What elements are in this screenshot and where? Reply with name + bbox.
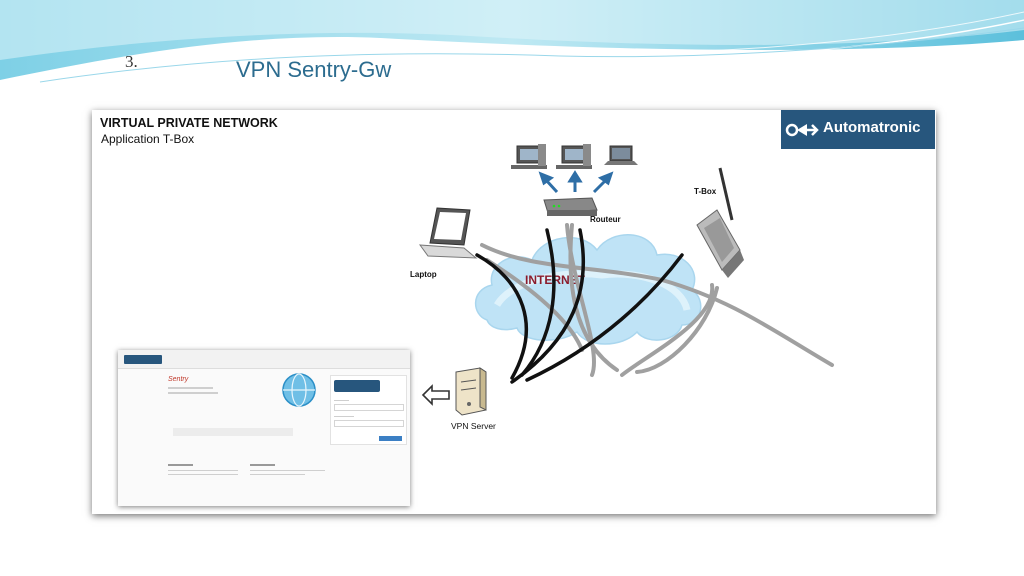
faint-text-line bbox=[250, 474, 305, 475]
screenshot-brand: Sentry bbox=[168, 376, 189, 383]
faint-text-line bbox=[250, 470, 325, 471]
tbox-label: T-Box bbox=[694, 187, 717, 196]
laptop-label: Laptop bbox=[410, 270, 437, 279]
network-diagram: INTERNET bbox=[410, 144, 834, 431]
vpn-server-icon bbox=[455, 367, 487, 416]
desktop-computer-icon bbox=[511, 144, 547, 169]
router-arrows bbox=[538, 170, 614, 194]
faint-heading bbox=[250, 464, 275, 466]
logo-mark-icon bbox=[785, 123, 819, 137]
tbox-device-icon bbox=[696, 167, 744, 278]
arrow-left-icon bbox=[421, 384, 450, 406]
laptop-icon bbox=[418, 207, 478, 259]
faint-heading bbox=[168, 464, 193, 466]
automatronic-logo: Automatronic bbox=[781, 110, 935, 149]
faint-text-line bbox=[334, 416, 354, 417]
diagram-panel: VIRTUAL PRIVATE NETWORK Application T-Bo… bbox=[92, 110, 936, 514]
screenshot-header bbox=[118, 350, 410, 369]
login-box-header bbox=[334, 380, 380, 392]
faint-text-line bbox=[334, 400, 349, 401]
faint-text-line bbox=[168, 474, 238, 475]
faint-text-line bbox=[168, 470, 238, 471]
slide-number: 3. bbox=[125, 52, 138, 71]
logo-text: Automatronic bbox=[823, 119, 921, 136]
username-field[interactable] bbox=[334, 404, 404, 411]
router-label: Routeur bbox=[590, 215, 621, 224]
screenshot-banner bbox=[173, 428, 293, 436]
globe-icon bbox=[282, 373, 316, 407]
header-banner bbox=[0, 0, 1024, 89]
login-box bbox=[330, 375, 407, 445]
panel-title: VIRTUAL PRIVATE NETWORK bbox=[100, 116, 278, 130]
screenshot-logo bbox=[124, 355, 162, 364]
laptop-small-icon bbox=[604, 145, 638, 165]
login-screenshot: Sentry bbox=[118, 350, 410, 506]
router-icon bbox=[543, 197, 598, 216]
desktop-computer-icon bbox=[556, 144, 592, 169]
slide-title: VPN Sentry-Gw bbox=[236, 57, 392, 82]
password-field[interactable] bbox=[334, 420, 404, 427]
faint-text-line bbox=[168, 392, 218, 394]
login-button[interactable] bbox=[379, 436, 402, 441]
faint-text-line bbox=[168, 387, 213, 389]
black-links bbox=[475, 228, 684, 384]
panel-subtitle: Application T-Box bbox=[101, 132, 195, 146]
vpn-server-label: VPN Server bbox=[451, 421, 496, 431]
